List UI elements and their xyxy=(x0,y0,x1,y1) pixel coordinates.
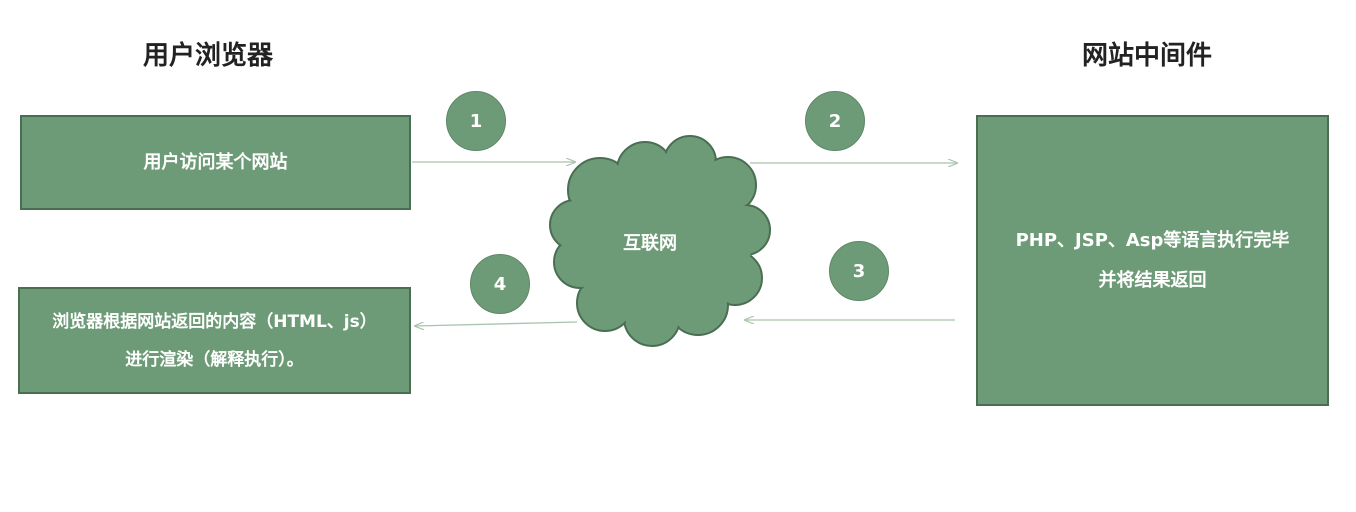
internet-cloud-fill xyxy=(551,137,769,345)
middleware-execute-box: PHP、JSP、Asp等语言执行完毕 并将结果返回 xyxy=(976,115,1329,406)
step-1-badge: 1 xyxy=(446,91,506,151)
step-2-badge: 2 xyxy=(805,91,865,151)
browser-heading: 用户浏览器 xyxy=(143,41,274,71)
internet-label: 互联网 xyxy=(623,233,677,254)
middleware-execute-line2: 并将结果返回 xyxy=(1098,269,1207,291)
step-4-badge: 4 xyxy=(470,254,530,314)
step-3-badge: 3 xyxy=(829,241,889,301)
visit-website-text: 用户访问某个网站 xyxy=(143,151,288,173)
browser-render-line2: 进行渲染（解释执行）。 xyxy=(125,349,304,370)
middleware-execute-line1: PHP、JSP、Asp等语言执行完毕 xyxy=(1015,229,1290,251)
visit-website-box: 用户访问某个网站 xyxy=(20,115,411,210)
browser-render-box: 浏览器根据网站返回的内容（HTML、js） 进行渲染（解释执行）。 xyxy=(18,287,411,394)
browser-render-line1: 浏览器根据网站返回的内容（HTML、js） xyxy=(52,311,377,332)
arrow-internet-to-browser xyxy=(415,321,578,326)
middleware-heading: 网站中间件 xyxy=(1082,41,1213,71)
